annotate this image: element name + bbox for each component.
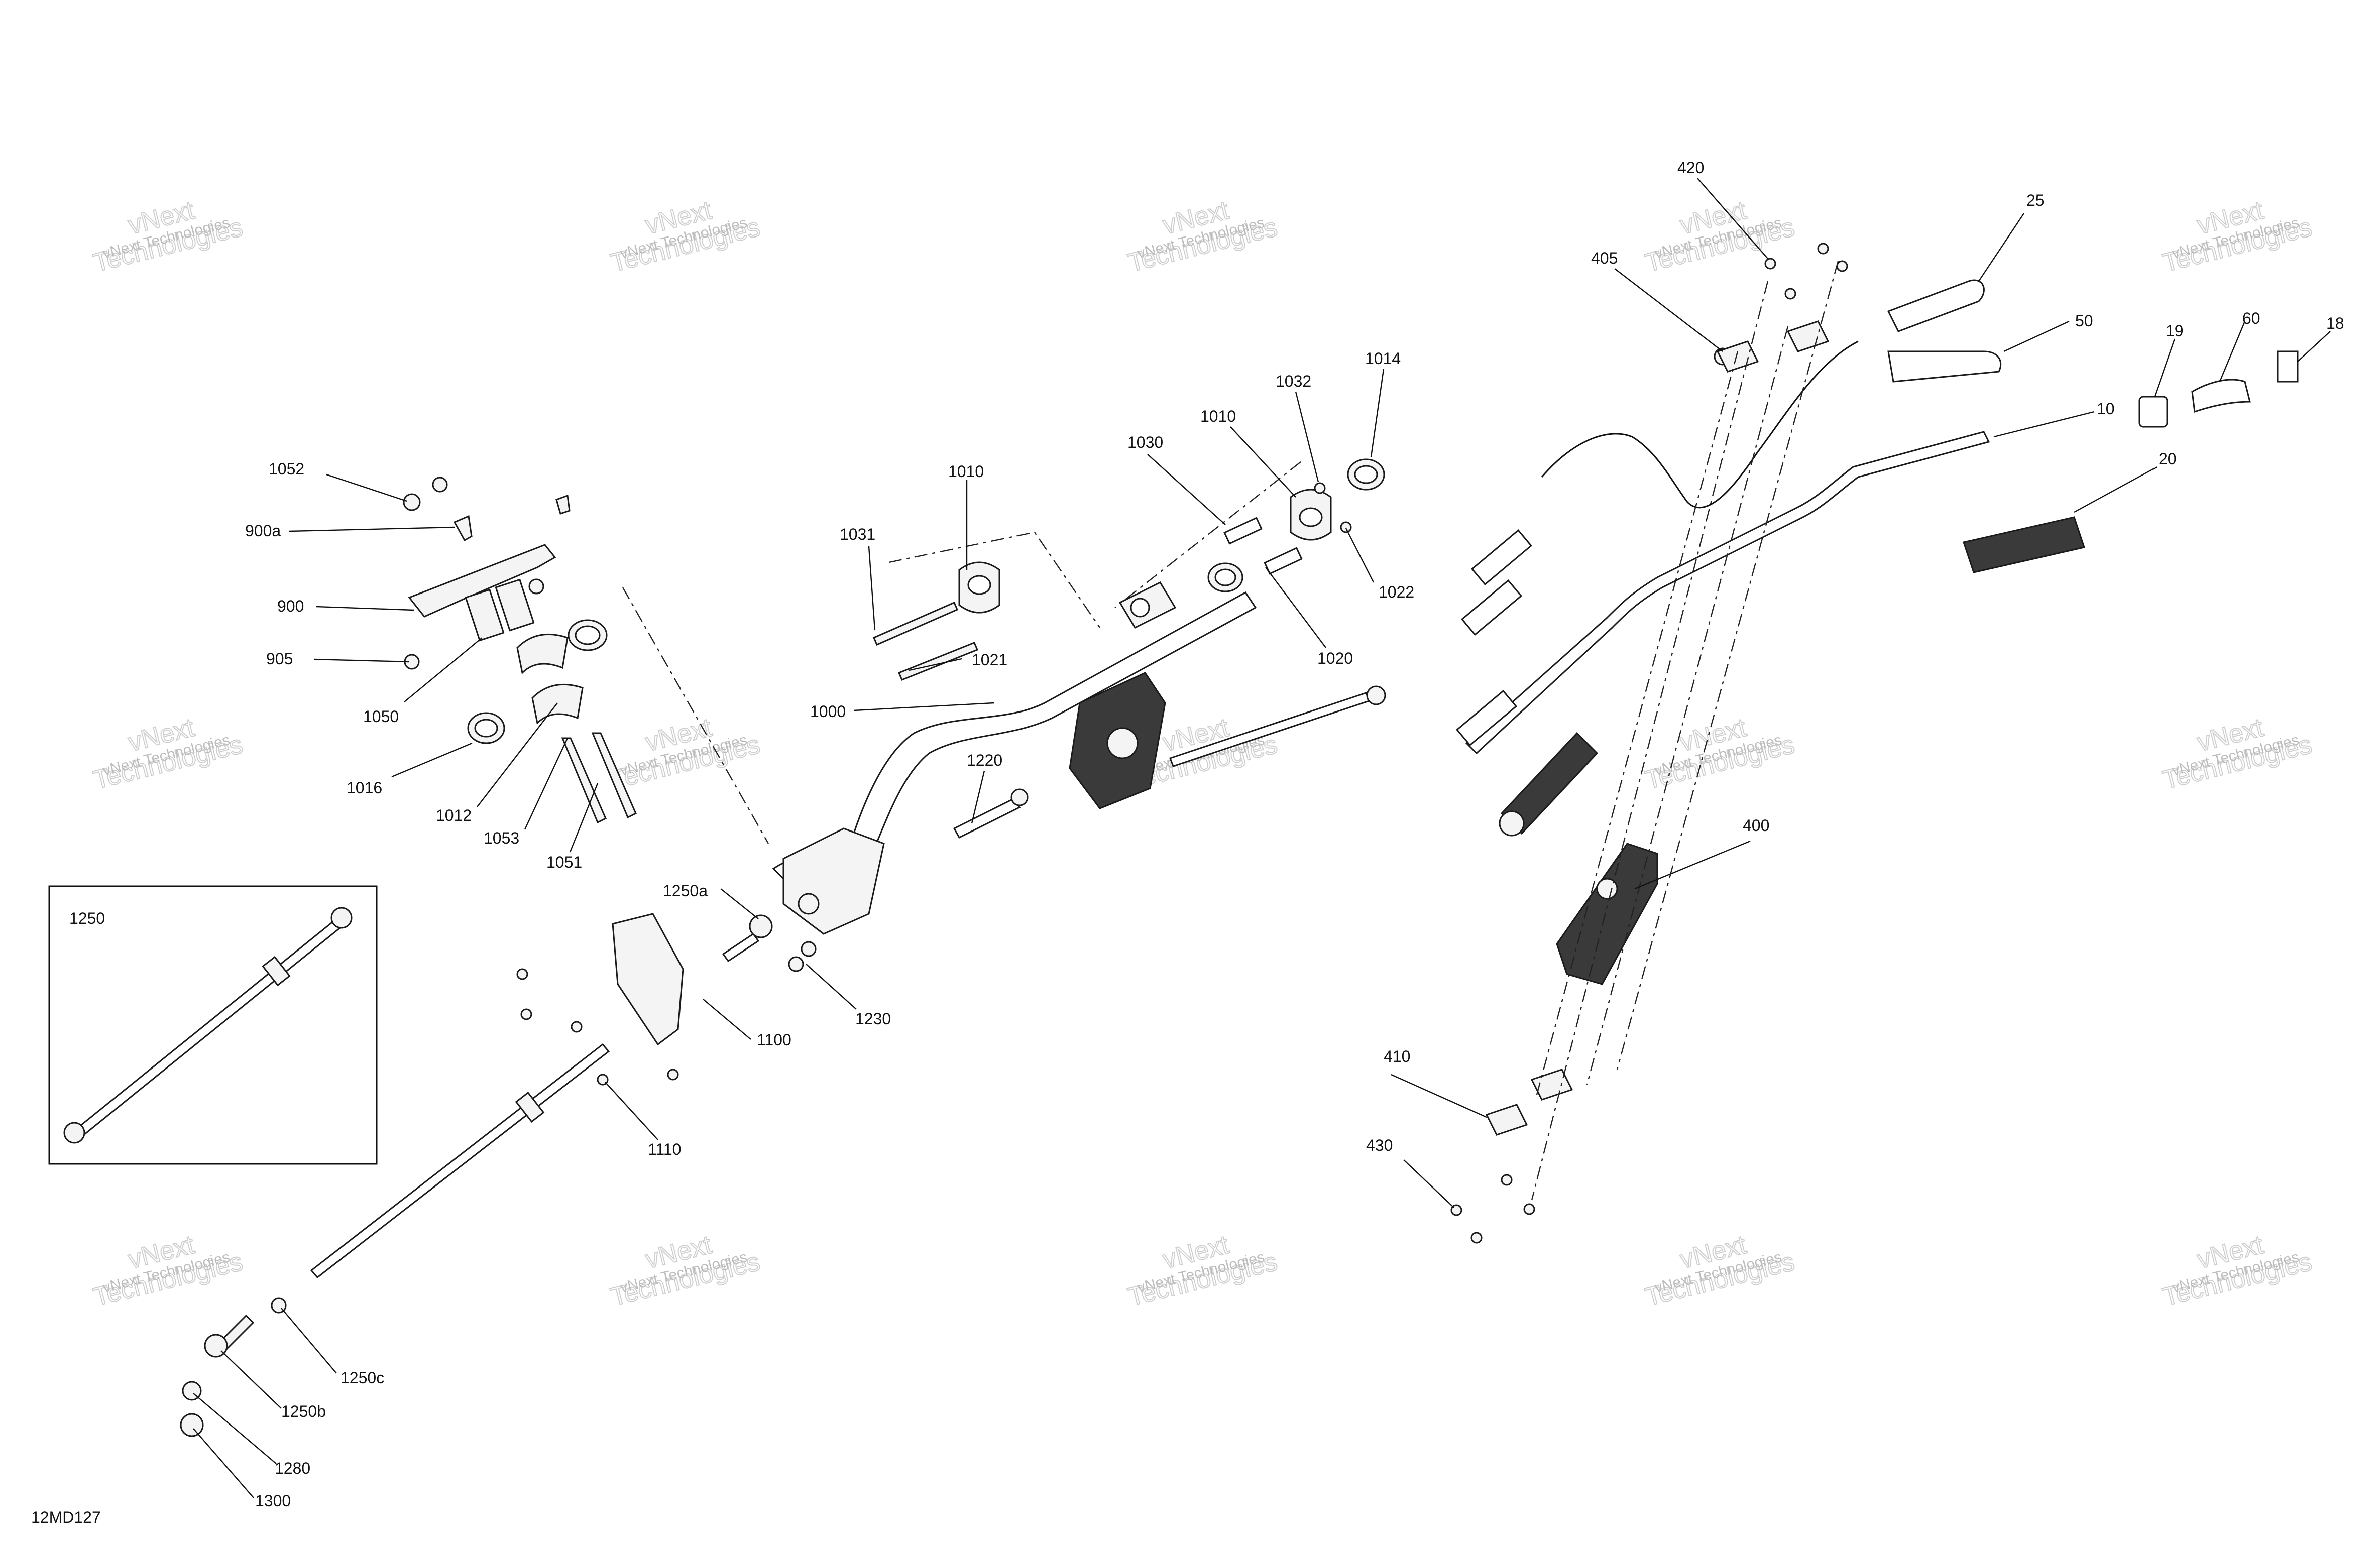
handlebar-end-parts <box>1887 279 2299 573</box>
callout-1280: 1280 <box>275 1459 310 1477</box>
callout-900: 900 <box>277 597 304 615</box>
leader-lines <box>193 178 2331 1498</box>
callout-1010-right: 1010 <box>1200 407 1236 425</box>
callout-1022: 1022 <box>1379 583 1414 601</box>
callout-25: 25 <box>2026 191 2045 209</box>
callout-20: 20 <box>2159 450 2177 468</box>
callout-1230: 1230 <box>855 1010 891 1028</box>
callout-18: 18 <box>2326 314 2344 332</box>
callout-1220: 1220 <box>967 751 1002 769</box>
steering-cover-1100 <box>516 913 684 1086</box>
callout-1020: 1020 <box>1317 649 1353 667</box>
callout-1053: 1053 <box>484 829 519 847</box>
callout-1050: 1050 <box>363 707 399 726</box>
callout-1110: 1110 <box>648 1140 681 1158</box>
callout-1030: 1030 <box>1127 433 1163 451</box>
callout-1000: 1000 <box>810 702 846 721</box>
rod-end-1250a <box>722 914 817 972</box>
callout-400: 400 <box>1743 816 1769 835</box>
callout-1021: 1021 <box>972 651 1007 669</box>
callout-420: 420 <box>1677 159 1704 177</box>
dashed-assembly-lines <box>622 261 1839 1201</box>
steering-column <box>772 581 1257 935</box>
callout-50: 50 <box>2075 312 2093 330</box>
callout-1012: 1012 <box>436 806 472 824</box>
callout-900a: 900a <box>245 522 281 540</box>
inset-label-1250: 1250 <box>69 909 105 927</box>
callout-1300: 1300 <box>255 1492 291 1510</box>
diagram-code: 12MD127 <box>31 1508 101 1526</box>
steering-column-bushing-clamps <box>873 458 1385 681</box>
callout-405: 405 <box>1591 249 1618 267</box>
callout-1010-left: 1010 <box>948 462 984 481</box>
handlebar-10 <box>1456 431 1990 755</box>
callout-1250b: 1250b <box>281 1402 326 1420</box>
throttle-wiring <box>1541 340 1859 509</box>
callout-1031: 1031 <box>840 525 875 543</box>
tie-rod-end-1220 <box>953 788 1029 839</box>
handlebar-riser-400 <box>1556 843 1658 985</box>
steering-support-plate-right <box>1069 672 1386 809</box>
callout-430: 430 <box>1366 1136 1393 1154</box>
tie-rod-1110 <box>180 1043 610 1437</box>
callout-10: 10 <box>2097 400 2115 418</box>
steering-post-bearing-group <box>467 619 637 824</box>
callout-410: 410 <box>1384 1047 1410 1065</box>
callout-1250a: 1250a <box>663 882 708 900</box>
callout-1032: 1032 <box>1276 372 1311 390</box>
steering-post-top-bracket <box>403 477 571 670</box>
inset-1250 <box>48 885 378 1165</box>
clamps-410-405 <box>1450 243 1848 1244</box>
callout-1016: 1016 <box>347 779 382 797</box>
callout-1100: 1100 <box>757 1031 791 1049</box>
callout-1250c: 1250c <box>341 1369 384 1387</box>
callout-1052: 1052 <box>269 460 304 478</box>
callout-905: 905 <box>266 650 293 668</box>
callout-60: 60 <box>2242 309 2260 327</box>
callout-19: 19 <box>2166 322 2184 340</box>
callout-labels: 1052 900a 900 905 1050 1016 1012 1053 10… <box>31 159 2344 1526</box>
handlebar-grip-left <box>1499 732 1599 837</box>
callout-1051: 1051 <box>546 853 582 871</box>
callout-1014: 1014 <box>1365 349 1401 368</box>
